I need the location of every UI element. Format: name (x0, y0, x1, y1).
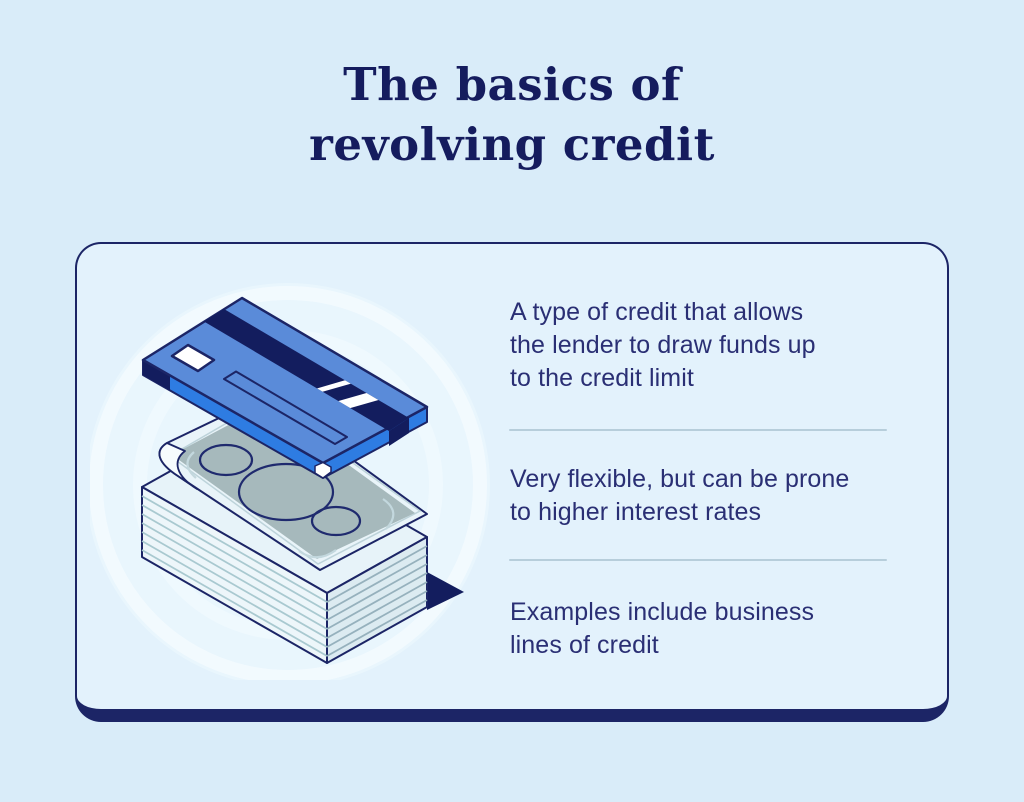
card-chip (170, 343, 216, 373)
cast-shadow (427, 572, 464, 610)
title-line-1: The basics of (343, 58, 681, 111)
banknote-print-area (172, 405, 415, 559)
fact-line: the lender to draw funds up (510, 331, 816, 359)
credit-card-icon (141, 296, 429, 479)
fact-line: to the credit limit (510, 364, 694, 392)
fact-item-1: A type of credit that allows the lender … (510, 296, 890, 395)
fact-item-3: Examples include business lines of credi… (510, 596, 890, 662)
page-title: The basics of revolving credit (0, 55, 1024, 175)
fact-line: Very flexible, but can be prone (510, 465, 850, 493)
title-line-2: revolving credit (309, 118, 715, 171)
credit-card-money-stack-illustration (90, 283, 490, 680)
money-stack-bill-edges (141, 495, 428, 657)
fact-line: Examples include business (510, 598, 815, 626)
card-number-outline (223, 370, 348, 445)
card-corner-highlight (314, 461, 332, 479)
divider (509, 429, 887, 431)
fact-list: A type of credit that allows the lender … (509, 244, 891, 699)
fact-line: lines of credit (510, 631, 659, 659)
divider (509, 559, 887, 561)
fact-line: to higher interest rates (510, 498, 762, 526)
banknote-icon (158, 395, 428, 571)
fact-item-2: Very flexible, but can be prone to highe… (510, 463, 890, 529)
content-card: A type of credit that allows the lender … (75, 242, 949, 722)
banknote-curl (158, 442, 198, 490)
fact-line: A type of credit that allows (510, 298, 804, 326)
